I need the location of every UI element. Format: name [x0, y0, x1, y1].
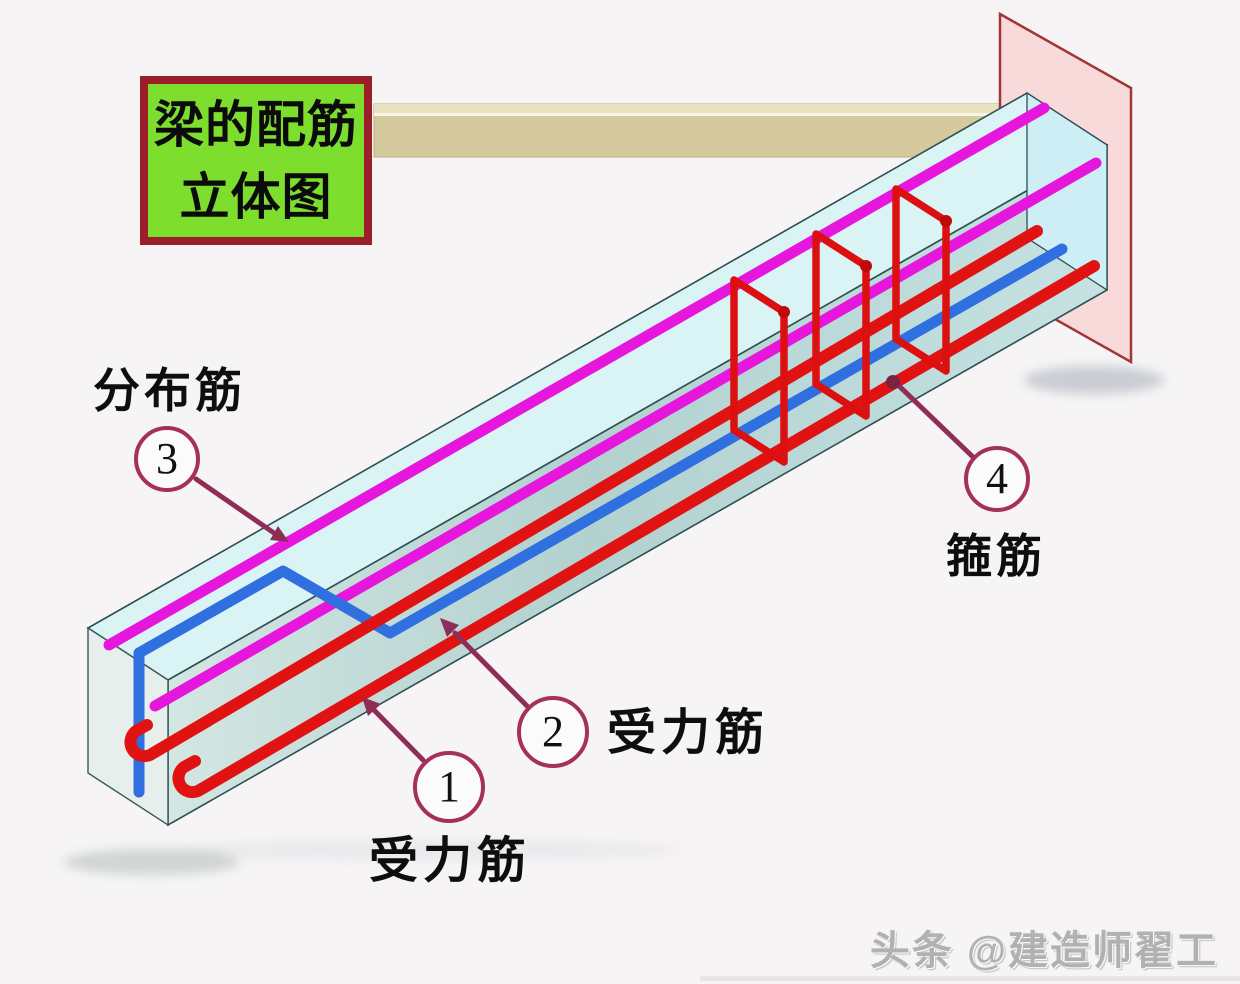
rebar — [103, 102, 1102, 799]
label-distribution-bar: 分布筋 — [93, 366, 246, 418]
leader-line-3 — [193, 476, 277, 536]
tan-bar-highlight — [374, 113, 1016, 116]
callout-number-4: 4 — [986, 454, 1008, 503]
stirrup-3-joint — [940, 215, 952, 227]
label-main-bar-bent: 受力筋 — [607, 705, 770, 760]
stirrups — [730, 185, 950, 466]
distribution-bar-back — [103, 102, 1050, 651]
arrowhead-1 — [362, 697, 381, 716]
callout-number-1: 1 — [438, 762, 460, 811]
beam-left-shadow — [64, 849, 240, 875]
label-stirrup: 箍筋 — [946, 531, 1046, 582]
bottom-edge-band — [700, 976, 1240, 981]
stirrup-3 — [892, 185, 950, 375]
leader-4-joint — [886, 375, 900, 389]
annotations — [193, 375, 976, 763]
callout-circle-2: 2 — [517, 696, 589, 768]
leader-line-1 — [371, 707, 426, 763]
stirrup-joints — [778, 215, 952, 318]
stirrup-2 — [812, 230, 870, 420]
shadows — [64, 366, 1164, 875]
stirrup-2-joint — [860, 260, 872, 272]
callout-circle-3: 3 — [134, 426, 200, 492]
title-box: 梁的配筋 立体图 — [140, 76, 372, 245]
beam — [86, 91, 1109, 827]
main-bar-back — [124, 225, 1043, 763]
stirrup-1 — [730, 276, 788, 466]
title-line-2: 立体图 — [179, 168, 333, 225]
beam-bottom-shadow — [180, 840, 680, 860]
title-line-1: 梁的配筋 — [154, 96, 358, 153]
leader-line-4 — [894, 381, 976, 460]
watermark: 头条 @建造师翟工 — [869, 929, 1218, 973]
arrowhead-2 — [440, 618, 459, 637]
tan-bar-top-strip — [374, 104, 1016, 113]
callout-number-2: 2 — [542, 707, 564, 756]
beam-right-end-face — [1026, 91, 1108, 292]
stirrup-1-joint — [778, 306, 790, 318]
callout-number-3: 3 — [156, 434, 178, 483]
callout-circle-1: 1 — [413, 751, 485, 823]
bent-bar-blue — [133, 243, 1068, 798]
tan-bar — [373, 103, 1017, 158]
main-bar-front — [172, 260, 1100, 799]
arrowhead-3 — [270, 526, 289, 542]
callout-circle-4: 4 — [964, 446, 1030, 512]
leader-line-2 — [452, 630, 530, 709]
distribution-bar-front — [149, 157, 1102, 712]
panel-shadow — [1024, 366, 1164, 394]
label-main-bar-bottom: 受力筋 — [369, 833, 532, 888]
